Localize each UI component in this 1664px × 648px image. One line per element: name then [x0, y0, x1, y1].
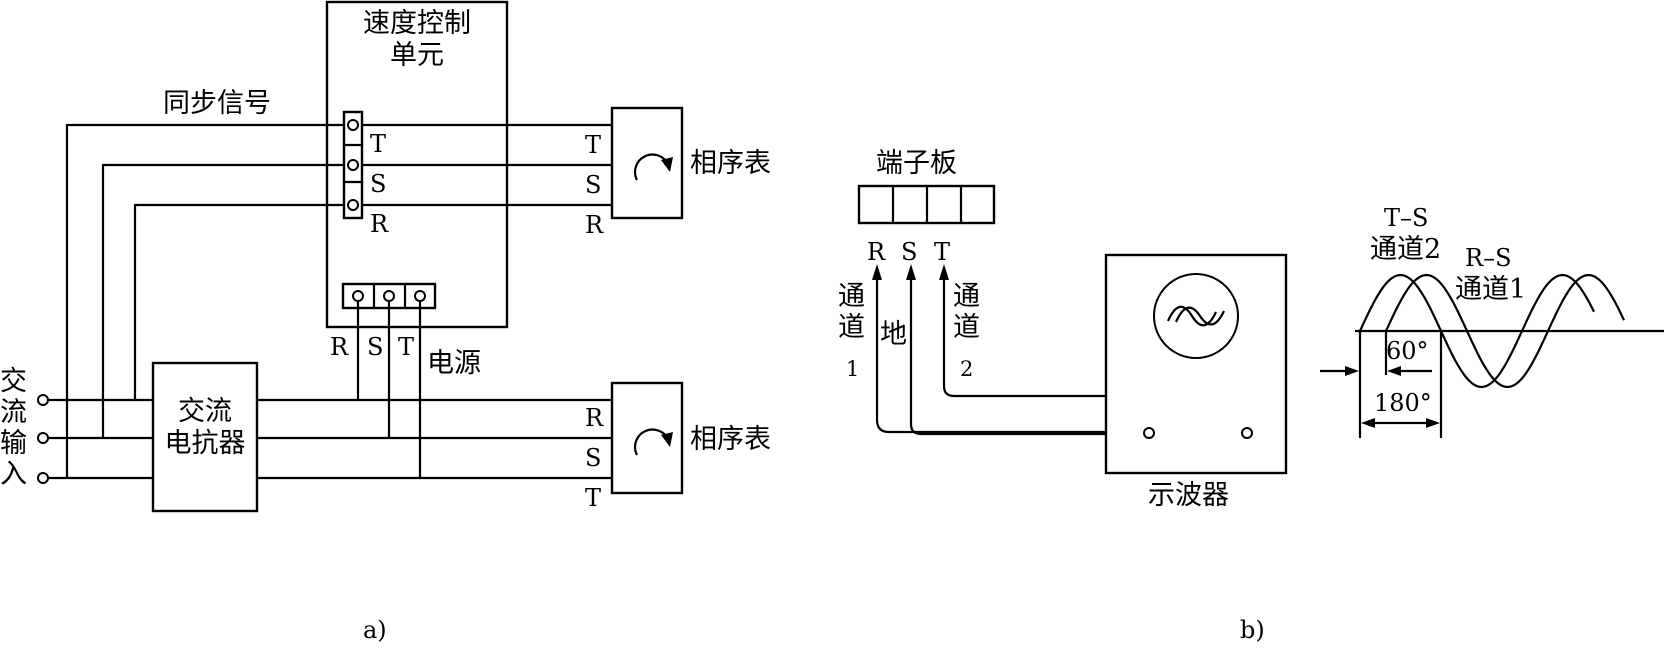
ac-reactor-label-2: 电抗器: [165, 428, 246, 459]
period-angle-label: 180°: [1374, 389, 1432, 417]
terminal-label-s: S: [901, 238, 917, 266]
diagram-b: 端子板 R S T 通 道 1 地 通 道 2 示波器: [838, 148, 1664, 644]
power-terminal-r: [352, 290, 364, 302]
ac-input-label-3: 输: [0, 428, 27, 459]
power-terminal-label-s: S: [367, 333, 383, 361]
phase-meter-top-terminal-t: T: [585, 131, 601, 159]
power-terminal-t: [414, 290, 426, 302]
power-terminal-label-r: R: [330, 333, 349, 361]
waveform-ts: [1359, 273, 1595, 389]
rotation-arrow-icon: [634, 428, 673, 456]
sync-terminal-t: [347, 119, 359, 131]
sync-signal-label: 同步信号: [163, 88, 271, 119]
waveform-rs-label-2: 通道1: [1455, 274, 1526, 305]
oscilloscope-input-1: [1143, 427, 1155, 439]
diagram-a: 速度控制 单元 T S R 同步信号 R S T 电源 交 流 输 入 交流: [0, 0, 771, 644]
channel1-label-3: 1: [846, 357, 859, 381]
terminal-label-r: R: [867, 238, 886, 266]
channel2-label-1: 通: [953, 281, 980, 312]
phase-meter-bottom-terminal-t: T: [585, 484, 601, 512]
channel2-label-2: 道: [953, 312, 980, 343]
phase-meter-top-terminal-s: S: [585, 171, 601, 199]
channel2-label-3: 2: [960, 357, 973, 381]
power-terminal-label-t: T: [398, 333, 414, 361]
phase-meter-top-label: 相序表: [690, 148, 771, 179]
power-terminal-s: [383, 290, 395, 302]
caption-b: b): [1240, 616, 1265, 644]
rotation-arrow-icon: [634, 153, 673, 181]
ac-input-terminal-r: [37, 394, 49, 406]
phase-meter-bottom-terminal-s: S: [585, 444, 601, 472]
sine-wave-icon: [1166, 305, 1225, 327]
channel1-label-1: 通: [838, 281, 865, 312]
terminal-label-t: T: [934, 238, 950, 266]
ac-reactor-label-1: 交流: [178, 396, 232, 427]
ground-label: 地: [880, 319, 907, 350]
phase-meter-bottom-terminal-r: R: [585, 404, 604, 432]
sync-terminal-r: [347, 199, 359, 211]
terminal-board-label: 端子板: [876, 148, 957, 179]
oscilloscope-screen: [1153, 273, 1239, 359]
sync-terminal-s: [347, 159, 359, 171]
phase-meter-bottom-label: 相序表: [690, 424, 771, 455]
channel1-label-2: 道: [838, 312, 865, 343]
ac-input-terminal-s: [37, 432, 49, 444]
sync-terminal-label-s: S: [370, 170, 386, 198]
waveform-rs: [1385, 273, 1625, 389]
waveform-plot: [1320, 273, 1664, 438]
ac-reactor-box: [151, 361, 259, 513]
oscilloscope-label: 示波器: [1148, 480, 1229, 511]
waveform-rs-label-1: R–S: [1465, 244, 1512, 272]
ac-input-label-2: 流: [0, 397, 27, 428]
sync-terminal-label-r: R: [370, 210, 389, 238]
ac-input-label-1: 交: [0, 366, 27, 397]
sync-terminal-label-t: T: [370, 130, 386, 158]
waveform-ts-label-1: T–S: [1384, 204, 1428, 232]
wiring-a: [48, 123, 612, 480]
waveform-ts-label-2: 通道2: [1370, 234, 1441, 265]
phase-angle-label: 60°: [1386, 337, 1429, 365]
ac-input-terminal-t: [37, 472, 49, 484]
oscilloscope-input-2: [1241, 427, 1253, 439]
caption-a: a): [363, 616, 387, 644]
speed-control-unit-label-2: 单元: [390, 40, 444, 71]
power-label: 电源: [427, 348, 481, 379]
phase-meter-bottom-box: [610, 381, 684, 495]
phase-meter-top-terminal-r: R: [585, 211, 604, 239]
probe-leads: [872, 264, 1244, 436]
ac-input-label-4: 入: [0, 459, 27, 490]
speed-control-unit-label-1: 速度控制: [363, 8, 471, 39]
